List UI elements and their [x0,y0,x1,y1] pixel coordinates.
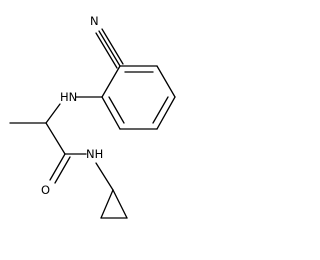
chemical-structure: N HN O NH [9,14,176,219]
nitrile-nitrogen-label: N [90,14,99,28]
amine-nh-label: HN [60,90,77,104]
carbonyl-oxygen-label: O [41,183,50,197]
amine-to-alpha-carbon-bond [45,103,61,124]
cyclopropyl-ring [100,189,128,219]
alpha-to-carbonyl-bond [45,122,66,155]
nitrile-triple-bond [95,28,124,69]
carbonyl-double-bond [49,153,71,184]
amide-nh-label: NH [86,147,103,161]
benzene-ring [101,65,176,130]
amide-to-cyclopropyl-bond [95,162,114,191]
